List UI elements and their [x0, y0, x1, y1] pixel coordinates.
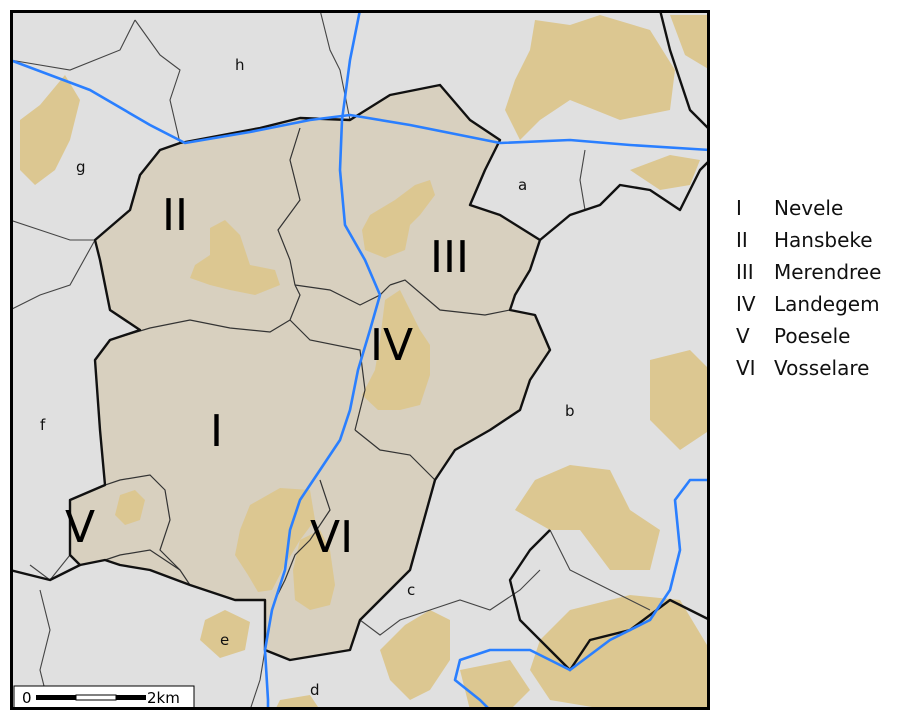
region-label-vi: VI	[310, 512, 353, 563]
boundary-b-se	[549, 529, 651, 611]
boundary-v	[69, 474, 191, 586]
region-label-v: V	[65, 502, 95, 553]
urban-area-ne2	[630, 155, 700, 190]
section-boundaries	[69, 127, 511, 601]
boundary-c	[359, 609, 431, 636]
neighbor-label-g: g	[76, 158, 86, 176]
urban-landegem	[362, 290, 430, 410]
legend-name: Landegem	[774, 292, 880, 316]
urban-area-ne	[505, 15, 675, 140]
legend-row-merendree: III Merendree	[736, 256, 881, 288]
canal-north	[10, 58, 710, 152]
legend: I Nevele II Hansbeke III Merendree IV La…	[736, 192, 881, 384]
scale-segment-3	[116, 695, 146, 700]
boundary-e-d	[249, 649, 266, 710]
legend-numeral: III	[736, 260, 754, 284]
region-label-i: I	[210, 406, 223, 457]
neighbor-label-h: h	[235, 56, 245, 74]
urban-areas-inside	[115, 180, 435, 610]
urban-area-d	[275, 695, 320, 710]
legend-numeral: II	[736, 228, 748, 252]
urban-hansbeke	[190, 220, 280, 295]
neighbor-label-a: a	[518, 176, 527, 194]
scale-segment-2	[75, 694, 117, 701]
region-label-iii: III	[430, 232, 469, 283]
municipality-area	[70, 85, 550, 660]
boundary-iv-vi	[354, 429, 436, 481]
legend-row-hansbeke: II Hansbeke	[736, 224, 881, 256]
border-b-east	[539, 159, 710, 241]
region-label-ii: II	[162, 190, 188, 241]
neighbor-label-e: e	[220, 631, 229, 649]
urban-merendree	[362, 180, 435, 258]
legend-name: Nevele	[774, 196, 844, 220]
legend-row-landegem: IV Landegem	[736, 288, 881, 320]
boundary-i-vi	[274, 479, 331, 601]
legend-row-vosselare: VI Vosselare	[736, 352, 881, 384]
border-e-west	[10, 563, 81, 582]
boundary-i-ii	[109, 284, 301, 341]
river-kale	[263, 118, 382, 710]
legend-numeral: VI	[736, 356, 756, 380]
canal-branch	[340, 10, 362, 122]
neighbor-label-d: d	[310, 681, 320, 699]
region-label-iv: IV	[370, 320, 413, 371]
scale-bar: 0 2km	[13, 685, 195, 709]
urban-area-se	[530, 595, 710, 710]
urban-vosselare	[293, 530, 335, 610]
river-east	[453, 478, 710, 710]
neighbor-labels: a b c d e f g h	[40, 56, 575, 699]
legend-numeral: IV	[736, 292, 756, 316]
waterways	[10, 10, 710, 710]
border-ne	[658, 10, 710, 131]
legend-name: Merendree	[774, 260, 882, 284]
urban-area-ne3	[670, 15, 710, 70]
scale-end-label: 2km	[147, 689, 180, 707]
urban-area-east2	[515, 465, 660, 570]
urban-area-c	[380, 610, 450, 700]
boundary-g-f	[10, 239, 96, 311]
scale-start-label: 0	[22, 689, 32, 707]
legend-numeral: V	[736, 324, 750, 348]
urban-areas-outside	[20, 15, 710, 710]
boundary-c-b	[429, 569, 541, 611]
urban-area-g	[20, 75, 80, 185]
boundary-ii-iv	[294, 284, 391, 306]
boundary-v2	[104, 549, 181, 571]
legend-row-poesele: V Poesele	[736, 320, 881, 352]
urban-area-e	[200, 610, 250, 658]
map: I II III IV V VI a b c d e f g h 0 2km	[10, 10, 710, 710]
scale-segment-1	[36, 695, 76, 700]
map-frame	[10, 10, 710, 710]
legend-name: Vosselare	[774, 356, 870, 380]
boundary-ii-iii	[277, 127, 301, 286]
boundary-g-h	[10, 19, 136, 71]
legend-numeral: I	[736, 196, 742, 220]
municipality-border	[68, 83, 552, 662]
neighbor-label-b: b	[565, 402, 575, 420]
region-labels: I II III IV V VI	[65, 190, 469, 563]
legend-name: Hansbeke	[774, 228, 873, 252]
boundary-iii-iv	[389, 279, 511, 316]
major-borders	[10, 10, 710, 672]
urban-area-east	[650, 350, 710, 450]
boundary-h-n	[134, 19, 181, 144]
neighbor-label-f: f	[40, 416, 46, 434]
boundary-i-iv	[289, 319, 366, 431]
border-b-south	[508, 529, 710, 672]
legend-row-nevele: I Nevele	[736, 192, 881, 224]
neighbor-label-c: c	[407, 581, 415, 599]
boundary-g-w	[10, 219, 95, 241]
legend-name: Poesele	[774, 324, 851, 348]
urban-poesele	[115, 490, 145, 525]
